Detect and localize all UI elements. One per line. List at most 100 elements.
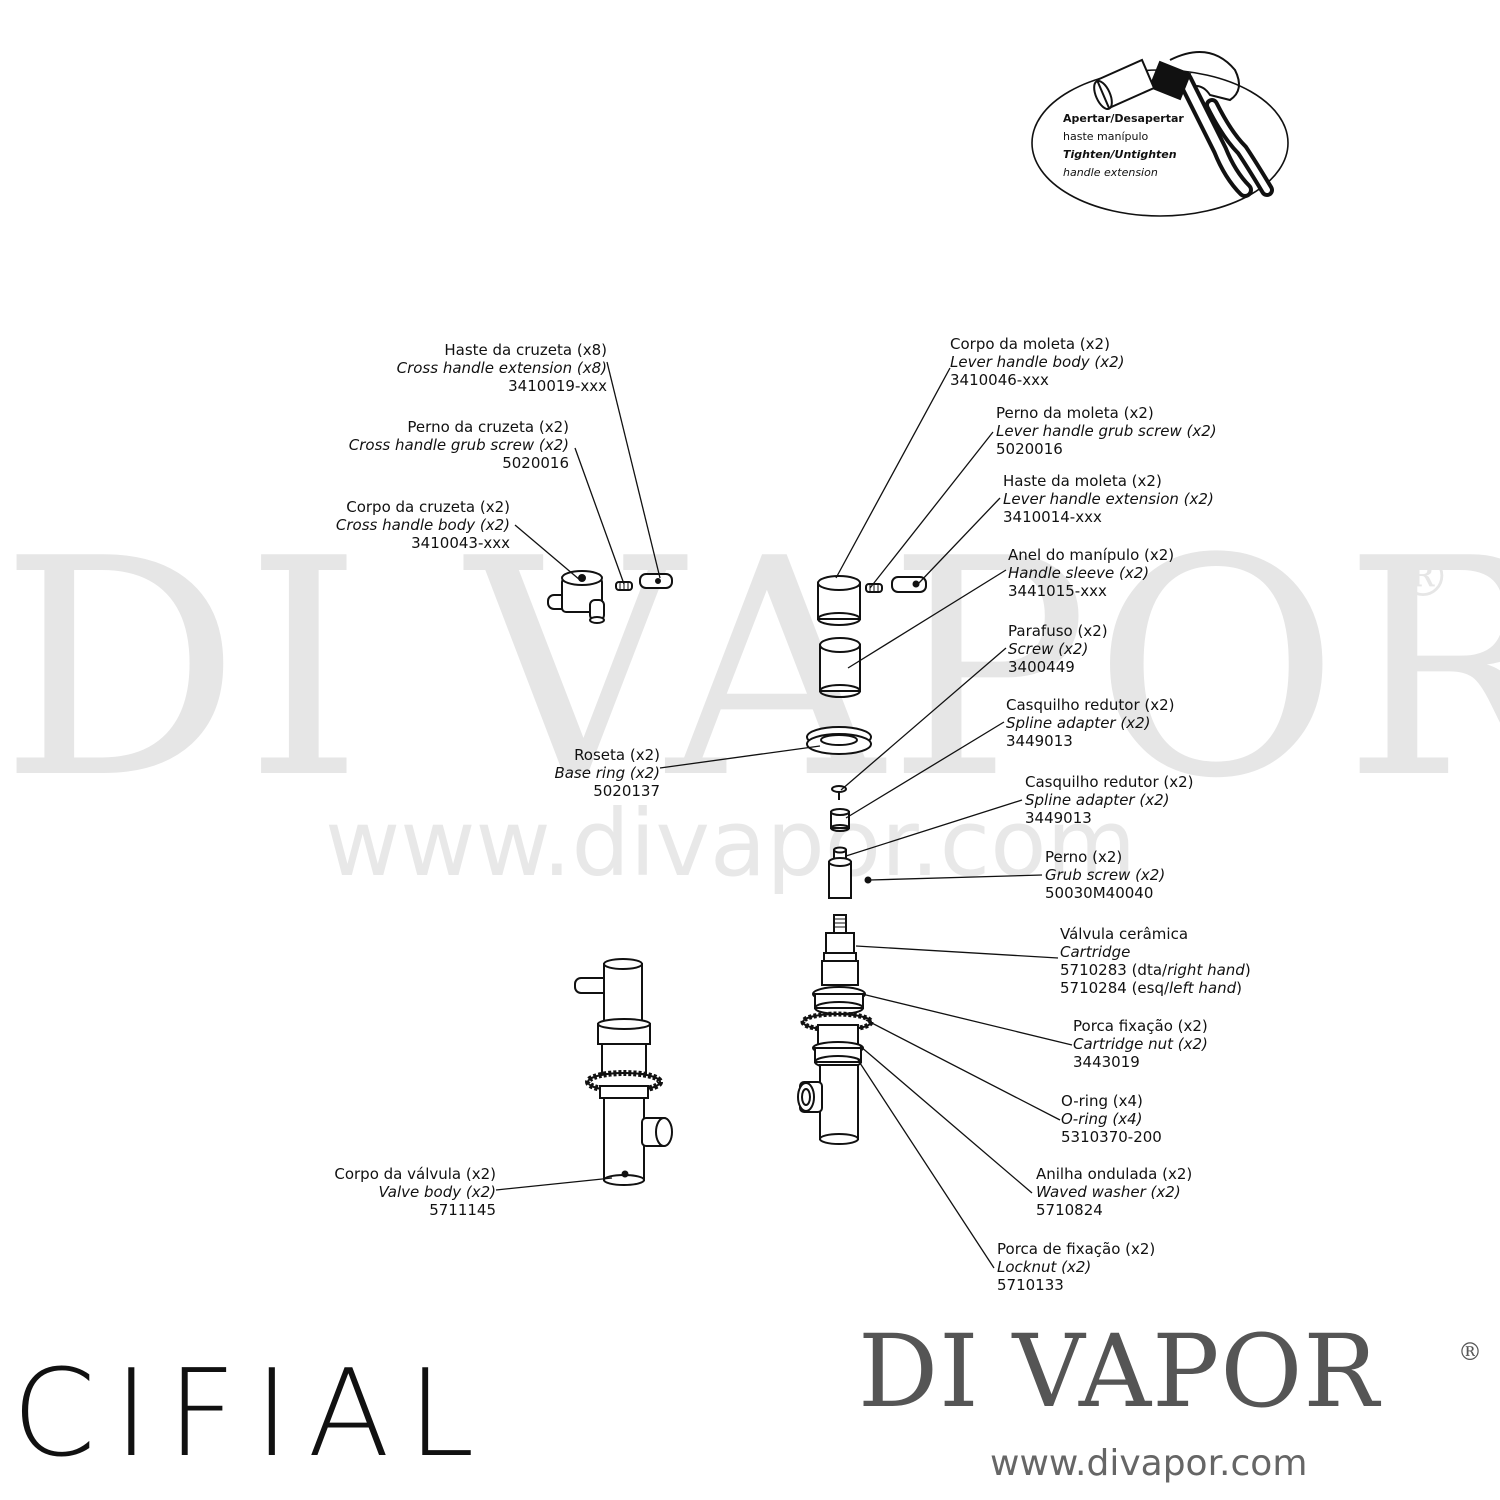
label-pt: Perno da cruzeta (x2)	[407, 418, 569, 436]
label-en: Lever handle extension (x2)	[1003, 490, 1214, 508]
label-pt: Perno da moleta (x2)	[996, 404, 1154, 422]
label-pt: Anilha ondulada (x2)	[1036, 1165, 1193, 1183]
divapor-logo: DI VAPOR	[858, 1313, 1380, 1430]
label-en: Valve body (x2)	[378, 1183, 496, 1201]
label-code-right-hand: 5710283 (dta/right hand)	[1060, 961, 1251, 979]
watermark-url: www.divapor.com	[325, 790, 1137, 897]
label-pt: Roseta (x2)	[574, 746, 660, 764]
valve-body-assembly-icon	[797, 986, 874, 1145]
label-en: O-ring (x4)	[1061, 1110, 1143, 1128]
label-pt: Haste da moleta (x2)	[1003, 472, 1162, 490]
label-cross-handle-body: Corpo da cruzeta (x2) Cross handle body …	[336, 498, 510, 552]
label-spline-adapter-2: Casquilho redutor (x2) Spline adapter (x…	[1025, 773, 1194, 827]
wrench-icon	[1148, 51, 1274, 198]
valve-body-assembled-icon	[574, 958, 673, 1186]
grub-screw-icon	[828, 857, 872, 899]
label-pt: Porca fixação (x2)	[1073, 1017, 1208, 1035]
label-en: Cartridge nut (x2)	[1073, 1035, 1208, 1053]
divapor-url: www.divapor.com	[990, 1443, 1308, 1484]
divapor-registered: ®	[1458, 1338, 1482, 1366]
label-en: Spline adapter (x2)	[1025, 791, 1170, 809]
label-pt: Casquilho redutor (x2)	[1025, 773, 1194, 791]
label-pt: Corpo da válvula (x2)	[334, 1165, 496, 1183]
label-pt: Parafuso (x2)	[1008, 622, 1108, 640]
label-en: Spline adapter (x2)	[1006, 714, 1151, 732]
label-pt: Anel do manípulo (x2)	[1008, 546, 1175, 564]
label-code: 3449013	[1006, 732, 1073, 750]
code-close: )	[1236, 979, 1242, 997]
label-code: 3443019	[1073, 1053, 1140, 1071]
label-o-ring: O-ring (x4) O-ring (x4) 5310370-200	[1061, 1092, 1162, 1146]
label-code: 5020016	[996, 440, 1063, 458]
label-code: 3410019-xxx	[508, 377, 607, 395]
label-en: Cross handle grub screw (x2)	[348, 436, 569, 454]
label-screw: Parafuso (x2) Screw (x2) 3400449	[1008, 622, 1108, 676]
label-code: 5710824	[1036, 1201, 1103, 1219]
label-en: Locknut (x2)	[997, 1258, 1092, 1276]
label-pt: Corpo da moleta (x2)	[950, 335, 1110, 353]
label-en: Lever handle grub screw (x2)	[996, 422, 1217, 440]
label-en: Cross handle extension (x8)	[396, 359, 607, 377]
label-lever-handle-extension: Haste da moleta (x2) Lever handle extens…	[1003, 472, 1214, 526]
code-text: 5710284 (esq/	[1060, 979, 1170, 997]
label-code: 3400449	[1008, 658, 1075, 676]
cartridge-icon	[821, 914, 859, 986]
handle-sleeve-icon	[819, 637, 861, 698]
label-pt: Perno (x2)	[1045, 848, 1123, 866]
code-hand: left hand	[1169, 979, 1237, 997]
insert-line-3: Tighten/Untighten	[1063, 148, 1177, 161]
label-code: 50030M40040	[1045, 884, 1154, 902]
label-spline-adapter-1: Casquilho redutor (x2) Spline adapter (x…	[1006, 696, 1175, 750]
label-code: 3410046-xxx	[950, 371, 1049, 389]
insert-line-2: haste manípulo	[1063, 130, 1149, 143]
label-en: Screw (x2)	[1008, 640, 1089, 658]
screw-icon	[831, 785, 847, 800]
label-code: 3441015-xxx	[1008, 582, 1107, 600]
label-code: 3410014-xxx	[1003, 508, 1102, 526]
code-close: )	[1244, 961, 1251, 979]
label-code: 5710133	[997, 1276, 1064, 1294]
lever-handle-extension-icon	[891, 576, 927, 593]
label-code: 3410043-xxx	[411, 534, 510, 552]
label-en: Waved washer (x2)	[1036, 1183, 1181, 1201]
label-locknut: Porca de fixação (x2) Locknut (x2) 57101…	[997, 1240, 1155, 1294]
label-code: 5020137	[593, 782, 660, 800]
handle-extension-icon	[1093, 58, 1156, 110]
label-lever-handle-body: Corpo da moleta (x2) Lever handle body (…	[950, 335, 1125, 389]
label-code: 5310370-200	[1061, 1128, 1162, 1146]
label-pt: Válvula cerâmica	[1060, 925, 1189, 943]
label-code: 5020016	[502, 454, 569, 472]
lever-handle-body-icon	[817, 575, 861, 626]
label-pt: Porca de fixação (x2)	[997, 1240, 1156, 1258]
label-cartridge: Válvula cerâmica Cartridge 5710283 (dta/…	[1060, 925, 1251, 997]
label-en: Cross handle body (x2)	[335, 516, 510, 534]
label-code: 3449013	[1025, 809, 1092, 827]
cross-handle-grub-screw-icon	[615, 581, 633, 591]
cross-handle-body-icon	[547, 570, 605, 624]
label-en: Cartridge	[1060, 943, 1131, 961]
cifial-logo: CIFIAL	[12, 1345, 493, 1484]
label-pt: Corpo da cruzeta (x2)	[346, 498, 510, 516]
label-pt: Casquilho redutor (x2)	[1006, 696, 1175, 714]
label-handle-sleeve: Anel do manípulo (x2) Handle sleeve (x2)…	[1008, 546, 1174, 600]
label-pt: Haste da cruzeta (x8)	[444, 341, 607, 359]
cross-handle-extension-icon	[639, 573, 673, 589]
label-code: 5711145	[429, 1201, 496, 1219]
code-text: 5710283 (dta/	[1060, 961, 1168, 979]
label-en: Handle sleeve (x2)	[1008, 564, 1150, 582]
label-en: Base ring (x2)	[554, 764, 660, 782]
label-pt: O-ring (x4)	[1061, 1092, 1143, 1110]
leader-lines	[495, 361, 1073, 1269]
label-cartridge-nut: Porca fixação (x2) Cartridge nut (x2) 34…	[1073, 1017, 1208, 1071]
label-waved-washer: Anilha ondulada (x2) Waved washer (x2) 5…	[1036, 1165, 1192, 1219]
label-cross-handle-extension: Haste da cruzeta (x8) Cross handle exten…	[397, 341, 607, 395]
label-valve-body: Corpo da válvula (x2) Valve body (x2) 57…	[334, 1165, 496, 1219]
label-base-ring: Roseta (x2) Base ring (x2) 5020137	[554, 746, 660, 800]
tool-insert-caption: Apertar/Desapertar haste manípulo Tighte…	[1063, 110, 1184, 182]
watermark-registered: ®	[1395, 545, 1451, 610]
label-grub-screw: Perno (x2) Grub screw (x2) 50030M40040	[1045, 848, 1165, 902]
insert-line-4: handle extension	[1063, 166, 1158, 179]
label-en: Lever handle body (x2)	[950, 353, 1125, 371]
